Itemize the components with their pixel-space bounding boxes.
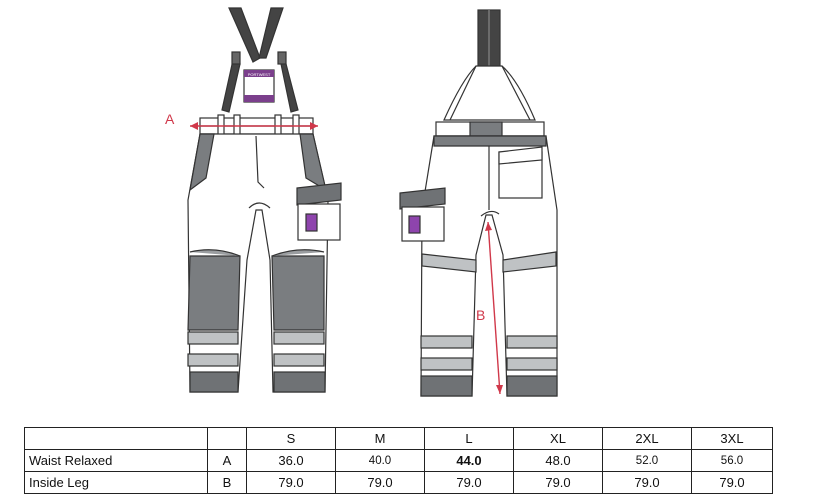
- table-row: Waist Relaxed A 36.0 40.0 44.0 48.0 52.0…: [24, 449, 773, 472]
- table-cell: 56.0: [691, 449, 773, 472]
- front-view: PORTWEST: [187, 7, 342, 393]
- front-knee-panel-right: [271, 255, 325, 331]
- table-cell: 79.0: [424, 471, 514, 494]
- measure-b: B: [476, 221, 503, 395]
- measure-b-label: B: [476, 307, 485, 323]
- front-pocket-flap: [296, 182, 342, 206]
- table-cell: 79.0: [602, 471, 692, 494]
- trouser-illustration: PORTWEST A: [165, 7, 558, 397]
- size-table: S M L XL 2XL 3XL Waist Relaxed A 36.0 40…: [24, 427, 773, 494]
- front-brace-right: [258, 7, 284, 59]
- table-cell: 79.0: [246, 471, 336, 494]
- row-name: Waist Relaxed: [24, 449, 208, 472]
- table-cell: 44.0: [424, 449, 514, 472]
- bib-brand-text: PORTWEST: [248, 72, 271, 77]
- table-cell: 79.0: [691, 471, 773, 494]
- table-cell: 48.0: [513, 449, 603, 472]
- row-code: A: [207, 449, 247, 472]
- measure-a: A: [165, 111, 318, 130]
- measure-a-label: A: [165, 111, 175, 127]
- table-cell: 36.0: [246, 449, 336, 472]
- row-code: B: [207, 471, 247, 494]
- header-cell-s: S: [246, 427, 336, 450]
- header-cell: [24, 427, 208, 450]
- back-pocket-tab: [408, 215, 421, 234]
- front-knee-panel-left: [187, 255, 241, 331]
- header-cell-3xl: 3XL: [691, 427, 773, 450]
- header-cell-2xl: 2XL: [602, 427, 692, 450]
- table-row: Inside Leg B 79.0 79.0 79.0 79.0 79.0 79…: [24, 471, 773, 494]
- front-pocket-tab: [305, 213, 318, 232]
- table-cell: 40.0: [335, 449, 425, 472]
- header-cell-xl: XL: [513, 427, 603, 450]
- table-cell: 79.0: [335, 471, 425, 494]
- back-view: [399, 9, 558, 397]
- back-pocket: [401, 206, 445, 242]
- table-cell: 79.0: [513, 471, 603, 494]
- table-header-row: S M L XL 2XL 3XL: [24, 427, 773, 450]
- header-cell-l: L: [424, 427, 514, 450]
- header-cell: [207, 427, 247, 450]
- back-pocket-flap: [399, 187, 446, 210]
- row-name: Inside Leg: [24, 471, 208, 494]
- header-cell-m: M: [335, 427, 425, 450]
- table-cell: 52.0: [602, 449, 692, 472]
- front-pocket: [297, 203, 341, 241]
